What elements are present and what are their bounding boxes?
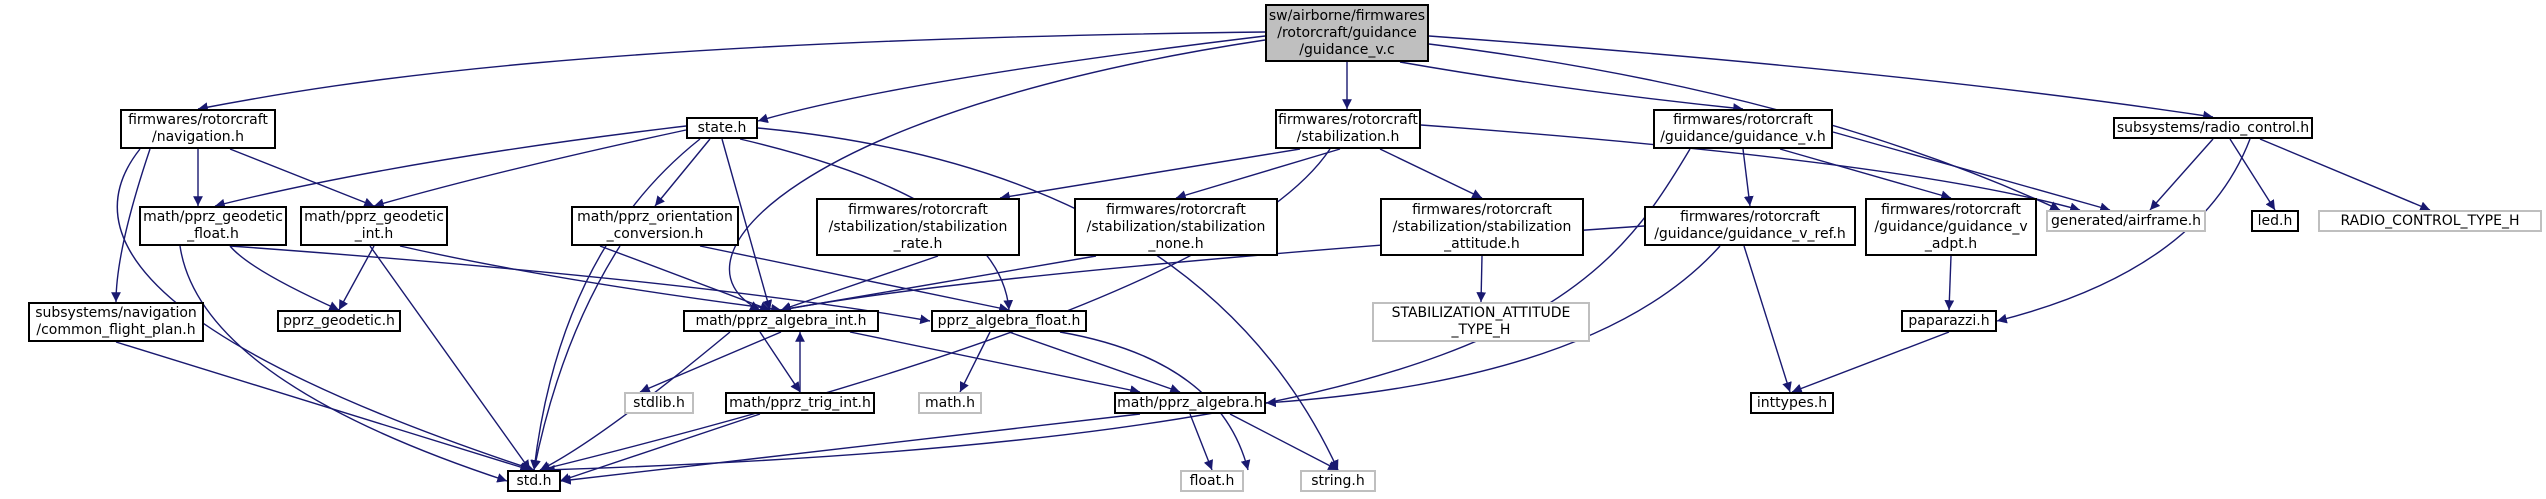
include-edge-56 bbox=[1008, 331, 1181, 394]
node-algebra-h[interactable]: math/pprz_algebra.h bbox=[1114, 392, 1266, 414]
node-std-h[interactable]: std.h bbox=[507, 470, 561, 492]
node-radio-control-type-h: RADIO_CONTROL_TYPE_H bbox=[2318, 210, 2542, 232]
include-edge-47 bbox=[369, 245, 531, 471]
include-edge-24 bbox=[1779, 148, 1952, 201]
node-guidance-v-ref-h[interactable]: firmwares/rotorcraft /guidance/guidance_… bbox=[1644, 206, 1856, 246]
include-edge-19 bbox=[1175, 148, 1341, 200]
include-edge-51 bbox=[539, 331, 731, 471]
include-edge-39 bbox=[780, 255, 1097, 314]
include-edge-40 bbox=[780, 255, 939, 312]
include-edge-54 bbox=[559, 413, 761, 483]
include-edge-5 bbox=[1428, 35, 2214, 121]
include-edge-21 bbox=[539, 148, 1331, 473]
node-paparazzi-h[interactable]: paparazzi.h bbox=[1901, 310, 1997, 332]
node-airframe-h: generated/airframe.h bbox=[2046, 210, 2206, 232]
include-edge-57 bbox=[1059, 331, 1251, 471]
node-stabilization-attitude-type-h: STABILIZATION_ATTITUDE _TYPE_H bbox=[1372, 302, 1590, 342]
include-edge-16 bbox=[530, 138, 701, 471]
include-edge-60 bbox=[1229, 413, 1339, 471]
include-edge-2 bbox=[757, 35, 1266, 123]
node-state-h[interactable]: state.h bbox=[686, 117, 758, 139]
include-edge-8 bbox=[229, 148, 375, 207]
include-edges bbox=[111, 31, 2431, 485]
include-edge-46 bbox=[399, 245, 782, 314]
include-edge-4 bbox=[1399, 61, 1744, 113]
include-edge-43 bbox=[229, 245, 931, 325]
node-stabilization-attitude-h[interactable]: firmwares/rotorcraft /stabilization/stab… bbox=[1380, 198, 1584, 256]
node-inttypes-h[interactable]: inttypes.h bbox=[1750, 392, 1834, 414]
include-edge-45 bbox=[338, 245, 375, 311]
include-edge-59 bbox=[1189, 413, 1213, 471]
include-edge-27 bbox=[2149, 138, 2214, 211]
include-edge-58 bbox=[560, 413, 1141, 485]
include-edge-22 bbox=[1420, 124, 2081, 213]
node-pprz-geodetic-h[interactable]: pprz_geodetic.h bbox=[277, 310, 401, 332]
include-edge-52 bbox=[849, 331, 1141, 395]
include-edge-28 bbox=[2229, 138, 2276, 211]
node-trig-int-h[interactable]: math/pprz_trig_int.h bbox=[725, 392, 875, 414]
include-edge-48 bbox=[115, 341, 531, 472]
node-orientation-conversion-h[interactable]: math/pprz_orientation _conversion.h bbox=[571, 206, 739, 246]
node-string-h: string.h bbox=[1300, 470, 1376, 492]
include-edge-33 bbox=[1265, 245, 1721, 408]
include-edge-9 bbox=[111, 148, 151, 303]
node-stabilization-h[interactable]: firmwares/rotorcraft /stabilization.h bbox=[1275, 109, 1421, 149]
include-edge-41 bbox=[1476, 255, 1487, 303]
include-edge-14 bbox=[721, 138, 773, 311]
include-edge-37 bbox=[531, 245, 621, 471]
include-edge-55 bbox=[959, 331, 991, 393]
include-edge-25 bbox=[1832, 131, 2111, 213]
include-edge-49 bbox=[759, 331, 801, 393]
include-edge-6 bbox=[1428, 43, 2061, 211]
node-navigation-h[interactable]: firmwares/rotorcraft /navigation.h bbox=[120, 109, 276, 149]
node-float-h: float.h bbox=[1180, 470, 1244, 492]
include-edge-50 bbox=[639, 331, 782, 393]
include-edge-32 bbox=[1743, 245, 1792, 393]
node-algebra-int-h[interactable]: math/pprz_algebra_int.h bbox=[683, 310, 879, 332]
include-edge-42 bbox=[229, 245, 340, 311]
node-geodetic-float-h[interactable]: math/pprz_geodetic _float.h bbox=[139, 206, 287, 246]
node-common-flight-plan-h[interactable]: subsystems/navigation /common_flight_pla… bbox=[28, 302, 204, 342]
node-guidance-v-c: sw/airborne/firmwares /rotorcraft/guidan… bbox=[1265, 4, 1429, 62]
include-edge-13 bbox=[654, 138, 711, 207]
node-geodetic-int-h[interactable]: math/pprz_geodetic _int.h bbox=[300, 206, 448, 246]
include-edge-11 bbox=[214, 125, 687, 209]
include-edge-29 bbox=[2259, 138, 2431, 211]
node-stdlib-h: stdlib.h bbox=[624, 392, 694, 414]
include-edge-23 bbox=[1742, 148, 1754, 207]
include-edge-12 bbox=[373, 129, 687, 209]
include-edge-20 bbox=[1379, 148, 1483, 199]
node-math-h: math.h bbox=[918, 392, 982, 414]
include-edge-30 bbox=[1996, 138, 2251, 324]
include-edge-34 bbox=[1944, 255, 1955, 311]
include-edge-1 bbox=[197, 31, 1266, 112]
include-edge-38 bbox=[699, 245, 1010, 313]
node-radio-control-h[interactable]: subsystems/radio_control.h bbox=[2113, 117, 2313, 139]
node-algebra-float-h[interactable]: pprz_algebra_float.h bbox=[931, 310, 1087, 332]
include-edge-18 bbox=[999, 148, 1301, 202]
include-edge-3 bbox=[728, 39, 1266, 311]
include-edge-44 bbox=[179, 245, 508, 483]
node-led-h[interactable]: led.h bbox=[2251, 210, 2299, 232]
include-edge-36 bbox=[599, 245, 771, 312]
node-stabilization-rate-h[interactable]: firmwares/rotorcraft /stabilization/stab… bbox=[816, 198, 1020, 256]
node-stabilization-none-h[interactable]: firmwares/rotorcraft /stabilization/stab… bbox=[1074, 198, 1278, 256]
include-edge-35 bbox=[1791, 331, 1950, 394]
node-guidance-v-h[interactable]: firmwares/rotorcraft /guidance/guidance_… bbox=[1653, 109, 1833, 149]
node-guidance-v-adpt-h[interactable]: firmwares/rotorcraft /guidance/guidance_… bbox=[1865, 198, 2037, 256]
